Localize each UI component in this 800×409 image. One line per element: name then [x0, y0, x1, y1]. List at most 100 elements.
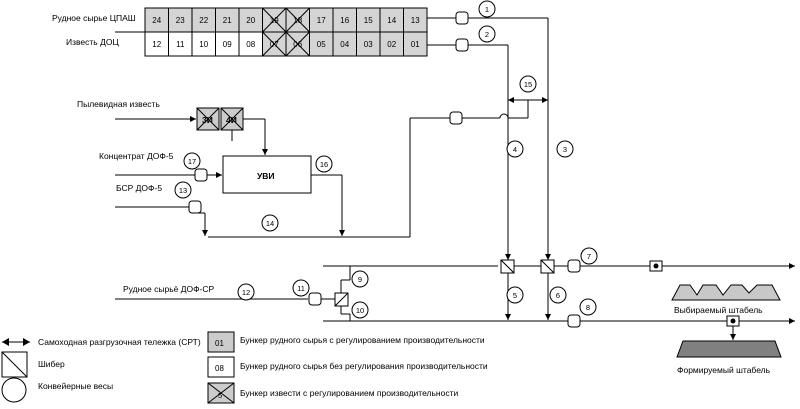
conveyor-number-circle [478, 25, 496, 43]
conveyor-number-circle [506, 140, 524, 158]
conveyor-number: 7 [587, 252, 591, 261]
bunker-number: 21 [223, 16, 232, 25]
conveyor-number: 16 [320, 160, 328, 169]
lime-bunker-3-label: 3И [202, 115, 213, 125]
conveyor-number-circle [549, 286, 567, 304]
conveyor-number-circle [261, 214, 279, 232]
source-concentrate-label: Концентрат ДОФ-5 [99, 151, 174, 161]
bunker-number: 13 [411, 16, 420, 25]
scales-icon [308, 292, 322, 306]
legend-scales-label: Конвейерные весы [38, 381, 113, 391]
bunker-number: 07 [270, 40, 279, 49]
conveyor-number-circle [580, 247, 598, 265]
bunker-number: 09 [223, 40, 232, 49]
line-crossover [499, 113, 509, 119]
bunker-number: 15 [364, 16, 373, 25]
scales-icon [194, 168, 208, 182]
conveyor-number-circle [519, 75, 537, 93]
legend-bunker-lime-label: Бункер извести с регулированием производ… [240, 388, 458, 398]
conveyor-number: 14 [266, 219, 274, 228]
srt-arrow-icon [23, 338, 30, 346]
legend-bunker-noreg-sample: 08 [215, 364, 224, 373]
bunker-number: 10 [199, 40, 208, 49]
srt-arrow-icon [2, 338, 9, 346]
conveyor-number-circle [174, 181, 192, 199]
legend-srt-label: Самоходная разгрузочная тележка (СРТ) [38, 337, 201, 347]
bunker-number: 08 [246, 40, 255, 49]
conveyor-number: 5 [513, 291, 517, 300]
conveyor-number: 2 [485, 30, 489, 39]
conveyor-number: 17 [188, 157, 196, 166]
legend-bunker-reg-swatch [207, 331, 235, 353]
legend-bunker-reg-sample: 01 [215, 339, 224, 348]
bunker-number: 17 [317, 16, 326, 25]
scales-icon [449, 111, 463, 125]
source-ore-dof-sr-label: Рудное сырьё ДОФ-СР [123, 284, 215, 294]
reclaimed-stack-shape [671, 284, 781, 301]
legend-bunker-noreg-label: Бункер рудного сырья без регулирования п… [240, 361, 488, 371]
srt-arrow-icon [542, 97, 548, 103]
conveyor-number-circle [237, 283, 255, 301]
conveyor-number: 10 [356, 306, 364, 315]
conveyor-number: 15 [524, 80, 532, 89]
legend-bunker-lime-sample: 5 [218, 391, 222, 400]
conveyor-number: 6 [556, 291, 560, 300]
conveyor-number-circle [351, 301, 369, 319]
bunker-number: 19 [270, 16, 279, 25]
scales-icon [1, 377, 27, 403]
conveyor-number: 11 [297, 284, 305, 293]
conveyor-number-circle [292, 279, 310, 297]
scales-icon [567, 259, 581, 273]
bunker-number: 02 [387, 40, 396, 49]
scales-icon [455, 38, 469, 52]
source-ore-cpash-label: Рудное сырье ЦПАШ [52, 13, 136, 23]
source-lime-doc-label: Известь ДОЦ [66, 37, 119, 47]
conveyor-number: 1 [485, 5, 489, 14]
bunker-number: 05 [317, 40, 326, 49]
source-dust-lime-label: Пылевидная известь [77, 99, 160, 109]
conveyor-number-circle [315, 155, 333, 173]
bunker-number: 06 [293, 40, 302, 49]
conveyor-number: 4 [513, 145, 517, 154]
conveyor-number: 3 [563, 145, 567, 154]
legend-bunker-noreg-swatch [207, 356, 235, 378]
formed-stack-shape [676, 340, 782, 358]
legend-gate-label: Шибер [38, 359, 65, 369]
srt-arrow-icon [508, 97, 514, 103]
formed-stack-label: Формируемый штабель [677, 365, 771, 375]
conveyor-number-circle [556, 140, 574, 158]
lime-bunker-4-label: 4И [226, 115, 237, 125]
bunker-number: 14 [387, 16, 396, 25]
bunker-number: 16 [340, 16, 349, 25]
bunker-number: 03 [364, 40, 373, 49]
bunker-number: 18 [293, 16, 302, 25]
conveyor-number-circle [579, 298, 597, 316]
bunker-number: 12 [152, 40, 161, 49]
conveyor-number: 13 [179, 186, 187, 195]
source-bsr-label: БСР ДОФ-5 [116, 183, 162, 193]
conveyor-number-circle [506, 286, 524, 304]
bunker-number: 24 [152, 16, 161, 25]
conveyor-number: 12 [242, 288, 250, 297]
bunker-number: 11 [176, 40, 185, 49]
conveyor-number-circle [478, 0, 496, 18]
legend-bunker-reg-label: Бункер рудного сырья с регулированием пр… [240, 335, 485, 345]
uvi-label: УВИ [257, 171, 275, 181]
bunker-number: 22 [199, 16, 208, 25]
conveyor-number-circle [351, 270, 369, 288]
bunker-cell [403, 31, 428, 57]
scales-icon [455, 11, 469, 25]
bunker-number: 01 [411, 40, 420, 49]
legend: Самоходная разгрузочная тележка (СРТ) Ши… [1, 331, 488, 404]
reclaimed-stack-label: Выбираемый штабель [674, 305, 763, 315]
conveyor-number: 9 [358, 275, 362, 284]
scales-icon [188, 200, 202, 214]
bunker-number: 20 [246, 16, 255, 25]
bunker-number: 04 [340, 40, 349, 49]
conveyor-number: 8 [586, 303, 590, 312]
conveyor-number-circle [183, 152, 201, 170]
scales-icon [567, 314, 581, 328]
